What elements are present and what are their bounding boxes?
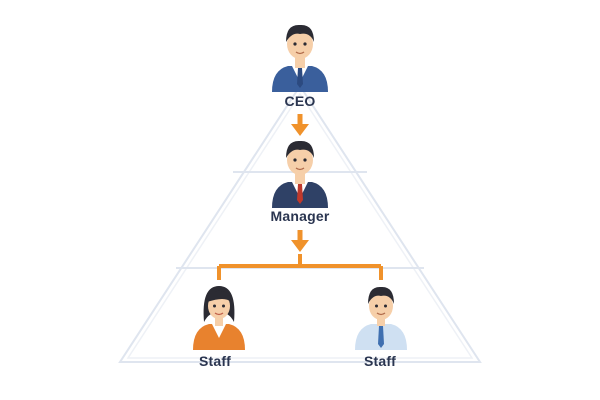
staff-left-label: Staff	[198, 353, 232, 369]
connectors	[217, 114, 383, 280]
staff-right-label: Staff	[363, 353, 397, 369]
ceo-avatar	[272, 24, 328, 92]
staff-right-avatar	[355, 286, 407, 350]
arrow-manager-down	[291, 240, 309, 252]
ceo-label: CEO	[284, 93, 316, 109]
manager-label: Manager	[270, 208, 330, 224]
staff-left-avatar	[193, 286, 245, 350]
arrow-ceo-to-manager	[291, 124, 309, 136]
manager-avatar	[272, 140, 328, 208]
